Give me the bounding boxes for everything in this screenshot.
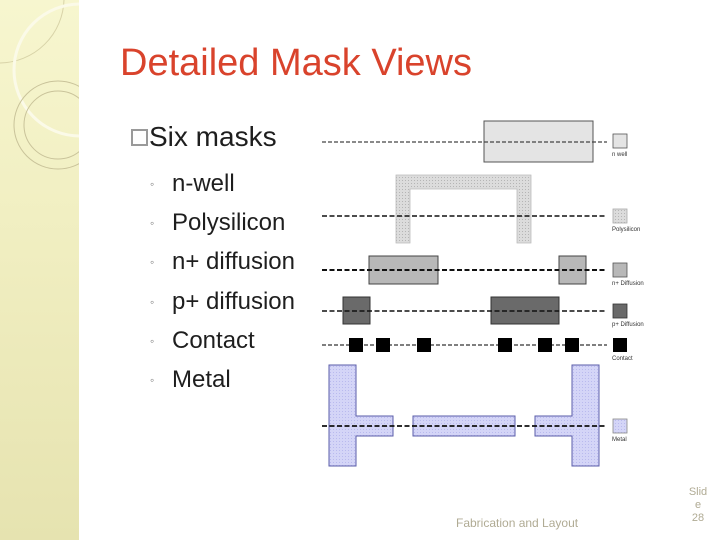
item-text: Metal <box>172 366 231 394</box>
bullet-text: Six masks <box>149 121 277 152</box>
list-item: ◦ n+ diffusion <box>150 243 295 282</box>
item-text: n-well <box>172 169 235 197</box>
square-bullet-icon <box>131 128 148 146</box>
legend-label-poly: Polysilicon <box>612 227 641 233</box>
footer-text: Fabrication and Layout <box>456 516 579 530</box>
list-item: ◦ n-well <box>150 164 295 203</box>
list-item: ◦ p+ diffusion <box>150 282 295 321</box>
legend-label-pplus: p+ Diffusion <box>612 322 644 328</box>
legend-label-nwell: n well <box>612 152 628 158</box>
circle-bullet-icon: ◦ <box>150 176 155 191</box>
circle-bullet-icon: ◦ <box>150 333 155 348</box>
circle-bullet-icon: ◦ <box>150 255 155 270</box>
slide-number-part: e <box>694 499 702 511</box>
list-item: ◦ Polysilicon <box>150 203 295 242</box>
legend-label-metal: Metal <box>612 437 627 443</box>
item-text: Polysilicon <box>172 208 286 236</box>
list-item: ◦ Contact <box>150 321 295 360</box>
slide-number: Slid e 28 <box>684 486 712 525</box>
legend-label-nplus: n+ Diffusion <box>612 281 644 287</box>
legend-label-contact: Contact <box>612 356 633 362</box>
mask-list: ◦ n-well ◦ Polysilicon ◦ n+ diffusion ◦ p+ d… <box>150 164 295 400</box>
bullet-six-masks: Six masks <box>131 121 277 153</box>
slide-number-part: Slid <box>688 486 708 498</box>
poly-shape <box>395 174 532 244</box>
item-text: n+ diffusion <box>172 248 295 276</box>
circle-bullet-icon: ◦ <box>150 294 155 309</box>
item-text: Contact <box>172 326 255 354</box>
item-text: p+ diffusion <box>172 287 295 315</box>
slide-title: Detailed Mask Views <box>120 42 473 84</box>
decorative-sidebar <box>0 0 79 540</box>
circle-bullet-icon: ◦ <box>150 215 155 230</box>
list-item: ◦ Metal <box>150 360 295 399</box>
circle-bullet-icon: ◦ <box>150 373 155 388</box>
slide-number-part: 28 <box>691 512 705 524</box>
nwell-shape <box>483 120 594 163</box>
decorative-circles-icon <box>0 0 79 170</box>
